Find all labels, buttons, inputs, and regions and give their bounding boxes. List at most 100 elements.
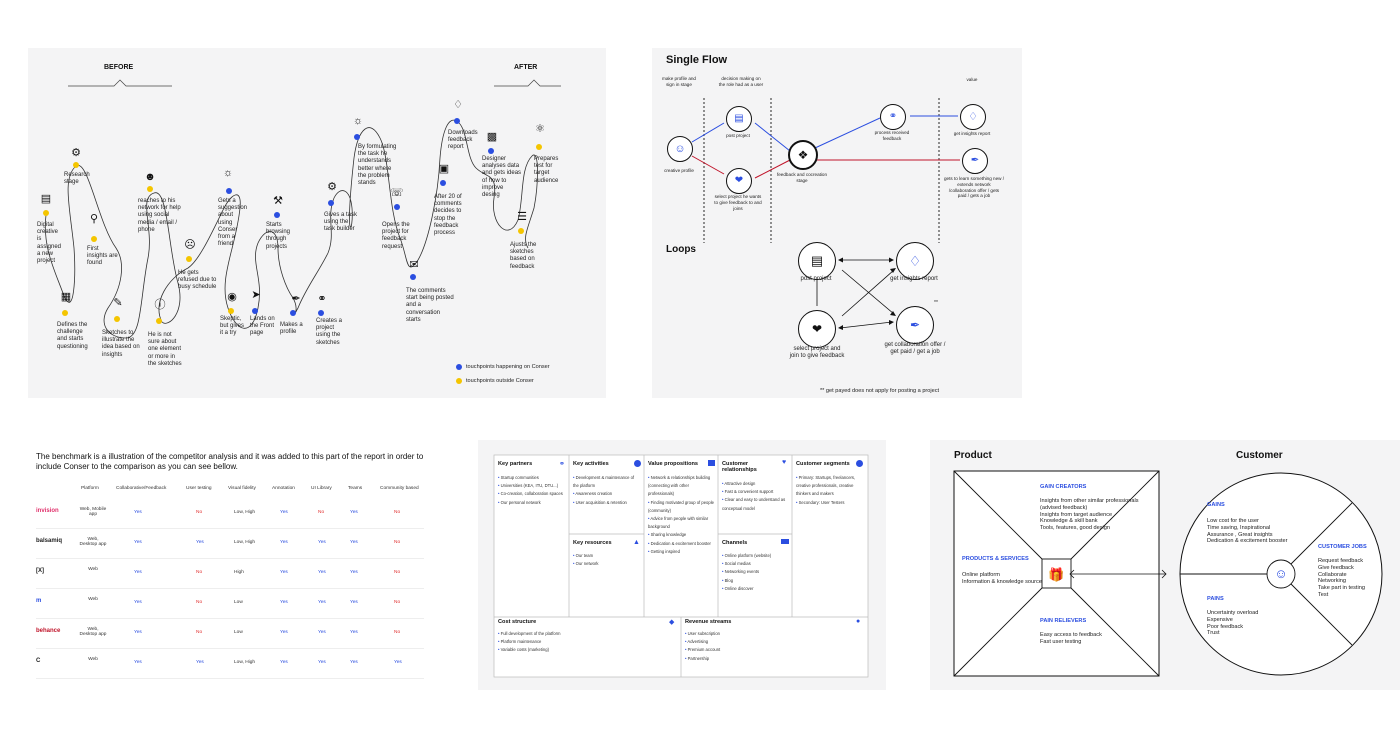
feature-cell: No: [196, 600, 203, 605]
gift-icon: 🎁: [1048, 567, 1065, 582]
touchpoint-dot: [226, 188, 232, 194]
step-text: Sketches to illustrate the idea based on…: [102, 330, 140, 358]
step-text: Creates a project using the sketches: [316, 318, 343, 346]
link-icon: ⚭: [317, 293, 327, 305]
process-feedback-icon: ⚭: [880, 104, 906, 130]
feature-cell: Yes: [280, 660, 288, 665]
alert-icon: ⓘ: [154, 299, 166, 311]
feature-cell: No: [394, 570, 401, 575]
step-text: Gets a suggestion about using Conser fro…: [218, 198, 248, 248]
touchpoint-dot: [536, 144, 542, 150]
pain-relievers-title: PAIN RELIEVERS: [1040, 618, 1087, 624]
feature-cell: Yes: [318, 630, 326, 635]
feature-cell: Yes: [350, 600, 358, 605]
list-item: Co-creation, collaboration spaces: [498, 490, 566, 498]
key-resources-title: Key resources: [573, 540, 612, 546]
flow-lines: [691, 98, 960, 330]
list-item: Secondary: User Testers: [796, 499, 864, 507]
gift-icon: [708, 460, 715, 466]
list-item: Finding motivated group of people (commu…: [648, 499, 716, 515]
check-icon: [634, 460, 641, 467]
refused-user-icon: ☹: [184, 239, 196, 251]
touchpoint-dot: [186, 256, 192, 262]
diamond-icon: ♢: [453, 99, 463, 111]
competitor-logo: behance: [36, 628, 61, 634]
feature-cell: No: [394, 510, 401, 515]
list-item: Network & relationships building (connec…: [648, 474, 716, 499]
feature-cell: Yes: [318, 540, 326, 545]
loop-post-icon: ▤: [798, 242, 836, 280]
feature-cell: Yes: [280, 510, 288, 515]
list-item: Full development of the platform: [498, 630, 668, 638]
feature-cell: No: [196, 630, 203, 635]
feature-cell: No: [196, 510, 203, 515]
list-item: Clear and easy to understand as conceptu…: [722, 496, 790, 512]
feature-cell: Yes: [134, 630, 142, 635]
customer-rel-title: Customer relationships: [722, 461, 757, 473]
tag-icon: ◆: [669, 619, 675, 626]
gains-title: GAINS: [1207, 502, 1225, 508]
feedback-stage-label: feedback and cocreation stage: [776, 172, 828, 183]
step-text: Defines the challenge and starts questio…: [57, 322, 88, 350]
competitor-logo: m: [36, 598, 42, 604]
loop-star: **: [934, 300, 938, 306]
touchpoint-dot: [73, 162, 79, 168]
feature-cell: Yes: [350, 570, 358, 575]
step-text: He gets refused due to busy schedule: [178, 270, 217, 291]
feature-cell: Yes: [280, 600, 288, 605]
value-props-title: Value propositions: [648, 461, 699, 467]
feature-cell: No: [318, 510, 325, 515]
platform-cell: Web: [88, 597, 98, 602]
gets-to-learn-label: gets to learn something new / extends ne…: [944, 176, 1005, 199]
competitor-logo: invision: [36, 508, 59, 514]
touchpoint-dot: [62, 310, 68, 316]
vpc-shapes: [953, 470, 1383, 677]
vpc-panel: Product Customer 🎁 ☺ GAIN CREATORS Insig…: [930, 440, 1400, 690]
step-text: Skeptic, but gives it a try: [220, 316, 245, 337]
touchpoint-dot: [91, 236, 97, 242]
customer-title: Customer: [1236, 450, 1283, 461]
feature-cell: Yes: [350, 660, 358, 665]
list-item: Variable costs (marketing): [498, 646, 668, 654]
list-item: Our team: [573, 552, 641, 560]
touchpoint-dot: [43, 210, 49, 216]
feature-cell: Yes: [280, 630, 288, 635]
heart-icon: ♥: [782, 459, 787, 466]
step-text: reaches to his network for help using so…: [138, 198, 181, 233]
header-user-testing: User testing: [186, 486, 212, 491]
touchpoint-dot: [440, 180, 446, 186]
feature-cell: Yes: [350, 630, 358, 635]
list-item: Advice from people with similar backgrou…: [648, 515, 716, 531]
list-item: Online platform (website): [722, 552, 790, 560]
list-item: Partnership: [685, 655, 855, 663]
segments-title: Customer segments: [796, 461, 850, 467]
touchpoint-dot: [328, 200, 334, 206]
loops-title: Loops: [666, 244, 696, 255]
feature-cell: Yes: [134, 570, 142, 575]
list-item: Dedication & excitement booster: [648, 540, 716, 548]
customer-rel-list: Attractive designFast & convenient suppo…: [722, 480, 790, 513]
step-text: Lands on the Front page: [250, 316, 275, 337]
feature-cell: No: [196, 570, 203, 575]
touchpoint-dot: [156, 318, 162, 324]
touchpoint-dot: [454, 118, 460, 124]
loop-insights-icon: ♢: [896, 242, 934, 280]
step-text: The comments start being posted and a co…: [406, 288, 454, 323]
touchpoint-dot: [252, 308, 258, 314]
truck-icon: [781, 539, 789, 544]
touchpoint-dot: [114, 316, 120, 322]
user-icon: ☺: [1274, 566, 1288, 581]
feature-cell: Low, High: [234, 510, 256, 515]
microscope-icon: ⚒: [273, 195, 283, 207]
gains-text: Low cost for the user Time saving, Inspi…: [1207, 518, 1288, 545]
touchpoint-dot: [518, 228, 524, 234]
lightbulb-icon: ☼: [222, 167, 234, 179]
feature-cell: Yes: [318, 660, 326, 665]
legend-blue-label: touchpoints happening on Conser: [466, 364, 550, 370]
step-text: Research stage: [64, 172, 90, 186]
after-label: AFTER: [514, 64, 538, 71]
legend-blue-dot: [456, 364, 462, 370]
feature-cell: Yes: [350, 510, 358, 515]
